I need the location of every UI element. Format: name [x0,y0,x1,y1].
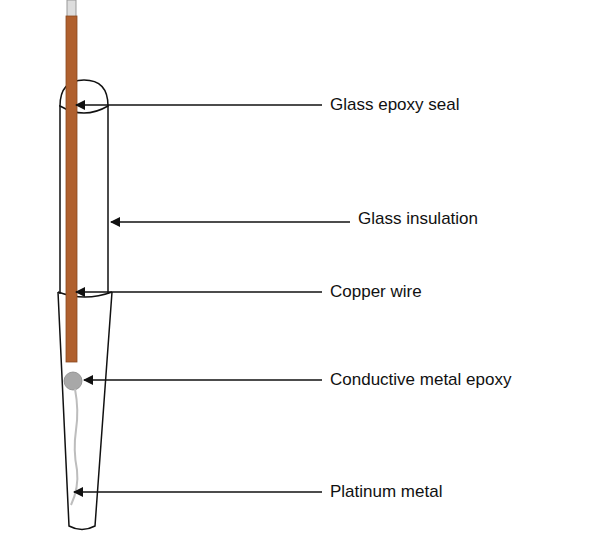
leader-arrow [84,379,322,380]
lead-insulation [67,0,76,18]
part-label: Glass epoxy seal [330,95,459,115]
leader-arrow [111,221,350,222]
conductive-epoxy [64,372,82,390]
part-label: Copper wire [330,282,422,302]
copper-wire [66,16,77,362]
leader-arrow [76,104,322,105]
leader-arrow [74,491,322,492]
platinum-wire [71,389,77,505]
part-label: Glass insulation [358,209,478,229]
part-label: Platinum metal [330,482,442,502]
leader-arrow [76,291,322,292]
part-label: Conductive metal epoxy [330,370,511,390]
